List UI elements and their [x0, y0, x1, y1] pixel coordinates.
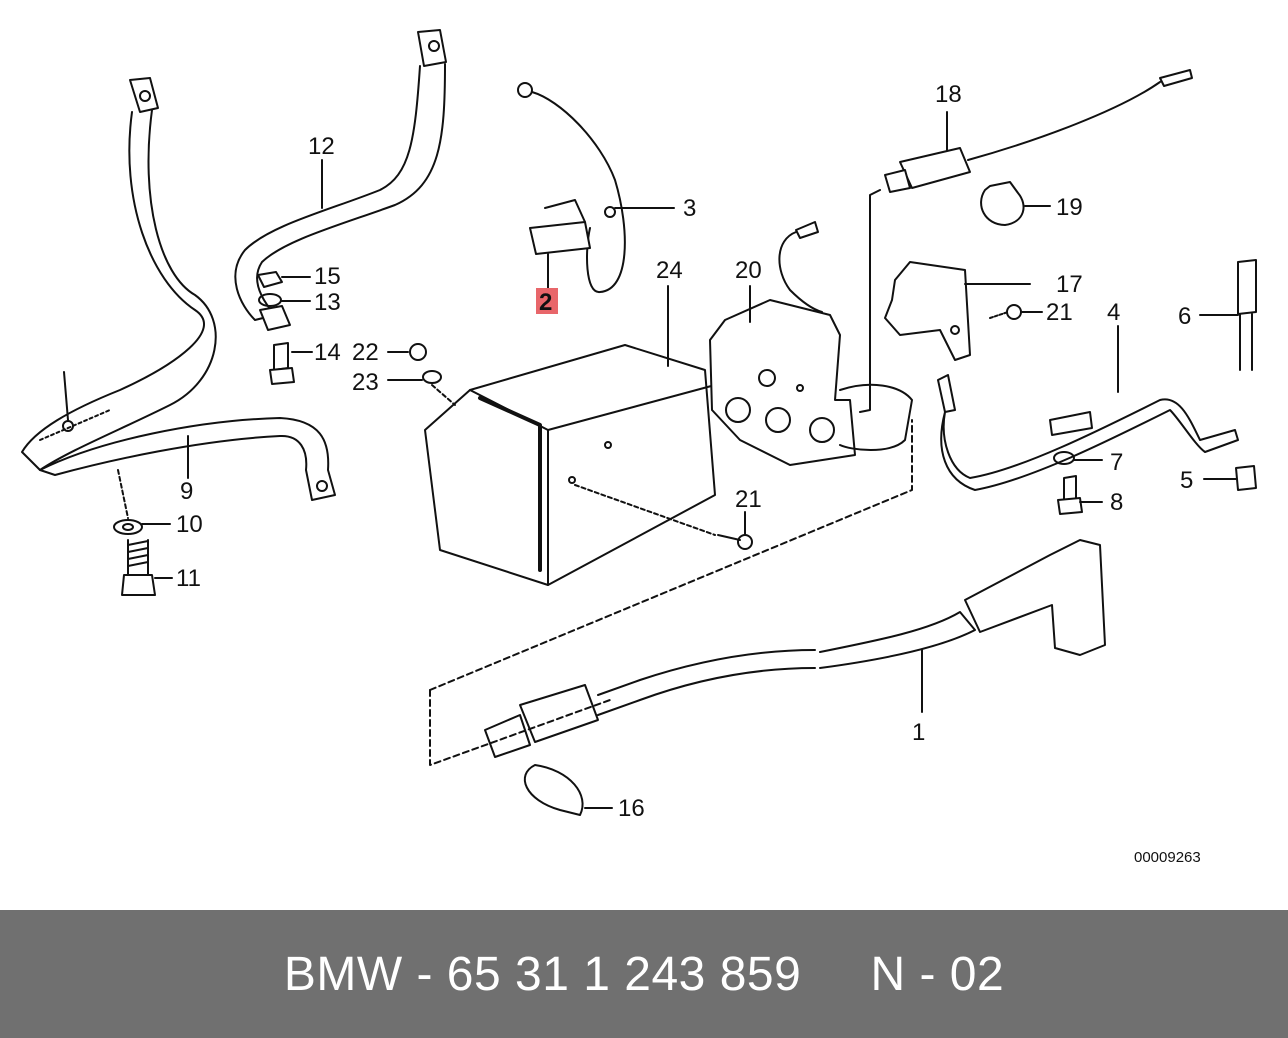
- ground-strap-left: [21, 77, 217, 471]
- callout-20: 20: [735, 257, 762, 284]
- callout-6: 6: [1178, 303, 1191, 330]
- washer-10: [113, 519, 171, 535]
- nut-15: [257, 271, 311, 288]
- washer-23: [387, 370, 456, 406]
- washer-13: [258, 293, 311, 307]
- star-washer-3: [604, 206, 675, 218]
- washer-7: [1053, 451, 1103, 465]
- sensor-18: [859, 69, 1193, 413]
- footer-bar: BMW - 65 31 1 243 859 N - 02: [0, 910, 1288, 1038]
- callout-1: 1: [912, 719, 925, 746]
- suppressor-2: [517, 82, 626, 293]
- callout-3: 3: [683, 195, 696, 222]
- callout-23: 23: [352, 369, 379, 396]
- parts-diagram: 2 1 3 4 5 6 7 8 9 10 11 12 13 14 15 16 1…: [21, 29, 1257, 866]
- callout-22: 22: [352, 339, 379, 366]
- ground-strap-9: [39, 417, 336, 501]
- callout-12: 12: [308, 133, 335, 160]
- bracket-17: [884, 261, 1031, 361]
- callout-13: 13: [314, 289, 341, 316]
- callout-16: 16: [618, 795, 645, 822]
- bolt-6: [1199, 259, 1257, 371]
- callout-10: 10: [176, 511, 203, 538]
- callout-11: 11: [176, 565, 201, 592]
- callout-9: 9: [180, 478, 193, 505]
- nut-5: [1203, 465, 1257, 491]
- callout-17: 17: [1056, 271, 1083, 298]
- bolt-11: [117, 469, 173, 596]
- callout-2: 2: [539, 289, 552, 316]
- screw-22: [387, 343, 427, 361]
- callout-14: 14: [314, 339, 341, 366]
- ground-strap-12: [234, 29, 447, 331]
- screw-21-upper: [989, 304, 1043, 320]
- ignition-lead-1: [484, 539, 1106, 758]
- callout-7: 7: [1110, 449, 1123, 476]
- cover-box-24: [424, 285, 716, 586]
- holder-20: [709, 221, 913, 466]
- exploded-view-drawing: 2 1 3 4 5 6 7 8 9 10 11 12 13 14 15 16 1…: [21, 29, 1257, 866]
- callout-18: 18: [935, 81, 962, 108]
- part-number-caption: BMW - 65 31 1 243 859 N - 02: [283, 947, 1005, 1001]
- highlight-box: [536, 288, 558, 314]
- callout-21-upper: 21: [1046, 299, 1073, 326]
- callout-4: 4: [1107, 299, 1120, 326]
- callout-5: 5: [1180, 467, 1193, 494]
- bolt-14: [269, 342, 313, 385]
- ground-strap-4: [937, 325, 1239, 491]
- callout-19: 19: [1056, 194, 1083, 221]
- reference-number: 00009263: [1134, 849, 1201, 866]
- callout-24: 24: [656, 257, 683, 284]
- bolt-8: [1057, 475, 1103, 515]
- ring-16: [523, 764, 613, 816]
- callout-21-lower: 21: [735, 486, 762, 513]
- callout-15: 15: [314, 263, 341, 290]
- screw-21-lower: [574, 484, 753, 550]
- clamp-19: [980, 181, 1051, 226]
- callout-8: 8: [1110, 489, 1123, 516]
